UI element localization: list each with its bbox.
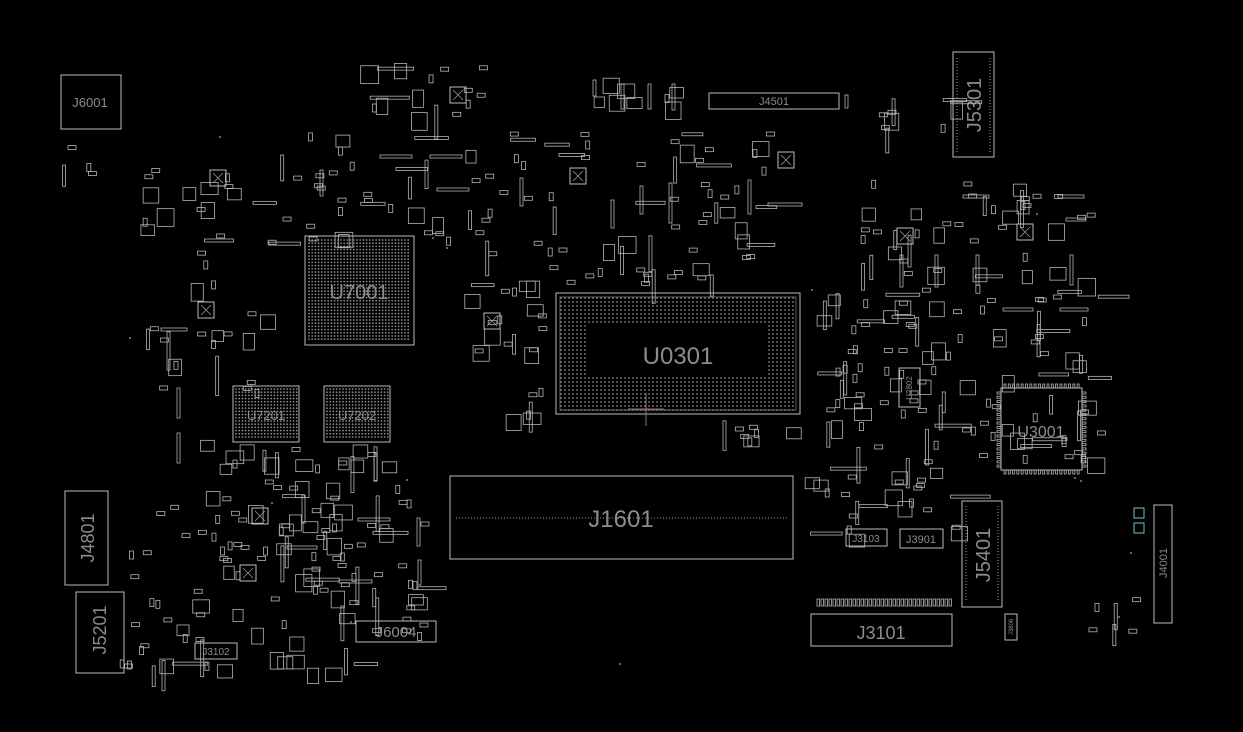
via-markers bbox=[129, 136, 1145, 665]
component-j3901[interactable]: J3901 bbox=[899, 528, 944, 549]
component-u2802[interactable]: U2802 bbox=[898, 367, 921, 408]
component-u0301[interactable]: U0301 bbox=[555, 292, 801, 426]
u0301-label: U0301 bbox=[643, 343, 714, 370]
j6004-label: J6004 bbox=[376, 624, 417, 641]
component-u7202[interactable]: U7202 bbox=[323, 385, 391, 443]
component-j1601[interactable]: J1601 bbox=[449, 475, 794, 560]
component-j5301[interactable]: J5301 bbox=[952, 51, 995, 158]
j4001-label: J4001 bbox=[1158, 548, 1170, 578]
component-j5401[interactable]: J5401 bbox=[961, 500, 1003, 608]
j4801-label: J4801 bbox=[78, 513, 98, 562]
u7201-label: U7201 bbox=[247, 408, 285, 423]
u3001-label: U3001 bbox=[1017, 424, 1064, 441]
component-j4801[interactable]: J4801 bbox=[64, 490, 109, 586]
j4501-label: J4501 bbox=[759, 96, 789, 108]
component-j3806[interactable]: J3806 bbox=[1004, 613, 1018, 641]
component-u7201[interactable]: U7201 bbox=[232, 385, 300, 443]
j3806-label: J3806 bbox=[1009, 618, 1015, 635]
j3101-label: J3101 bbox=[856, 623, 905, 643]
component-u7001[interactable]: U7001 bbox=[304, 235, 415, 346]
component-j6001[interactable]: J6001 bbox=[60, 74, 122, 130]
j5301-label: J5301 bbox=[964, 78, 986, 133]
j5201-label: J5201 bbox=[90, 605, 110, 654]
u7001-label: U7001 bbox=[330, 282, 389, 304]
u7202-label: U7202 bbox=[338, 408, 376, 423]
component-j3103[interactable]: J3103 bbox=[845, 528, 888, 547]
j3103-label: J3103 bbox=[852, 534, 880, 545]
component-u3001[interactable]: U3001 bbox=[996, 383, 1087, 475]
component-j5201[interactable]: J5201 bbox=[75, 591, 125, 674]
u2802-label: U2802 bbox=[905, 376, 914, 400]
j3102-label: J3102 bbox=[202, 647, 230, 658]
j1601-label: J1601 bbox=[588, 506, 653, 533]
component-j3102[interactable]: J3102 bbox=[194, 642, 238, 660]
component-j4001[interactable]: J4001 bbox=[1153, 504, 1173, 624]
component-j6004[interactable]: J6004 bbox=[355, 620, 437, 643]
passive-components bbox=[62, 63, 1142, 692]
component-j3101[interactable]: J3101 bbox=[810, 598, 953, 647]
j3901-label: J3901 bbox=[906, 534, 936, 546]
component-j4501[interactable]: J4501 bbox=[708, 92, 840, 110]
j5401-label: J5401 bbox=[973, 528, 995, 583]
j6001-label: J6001 bbox=[72, 95, 107, 110]
